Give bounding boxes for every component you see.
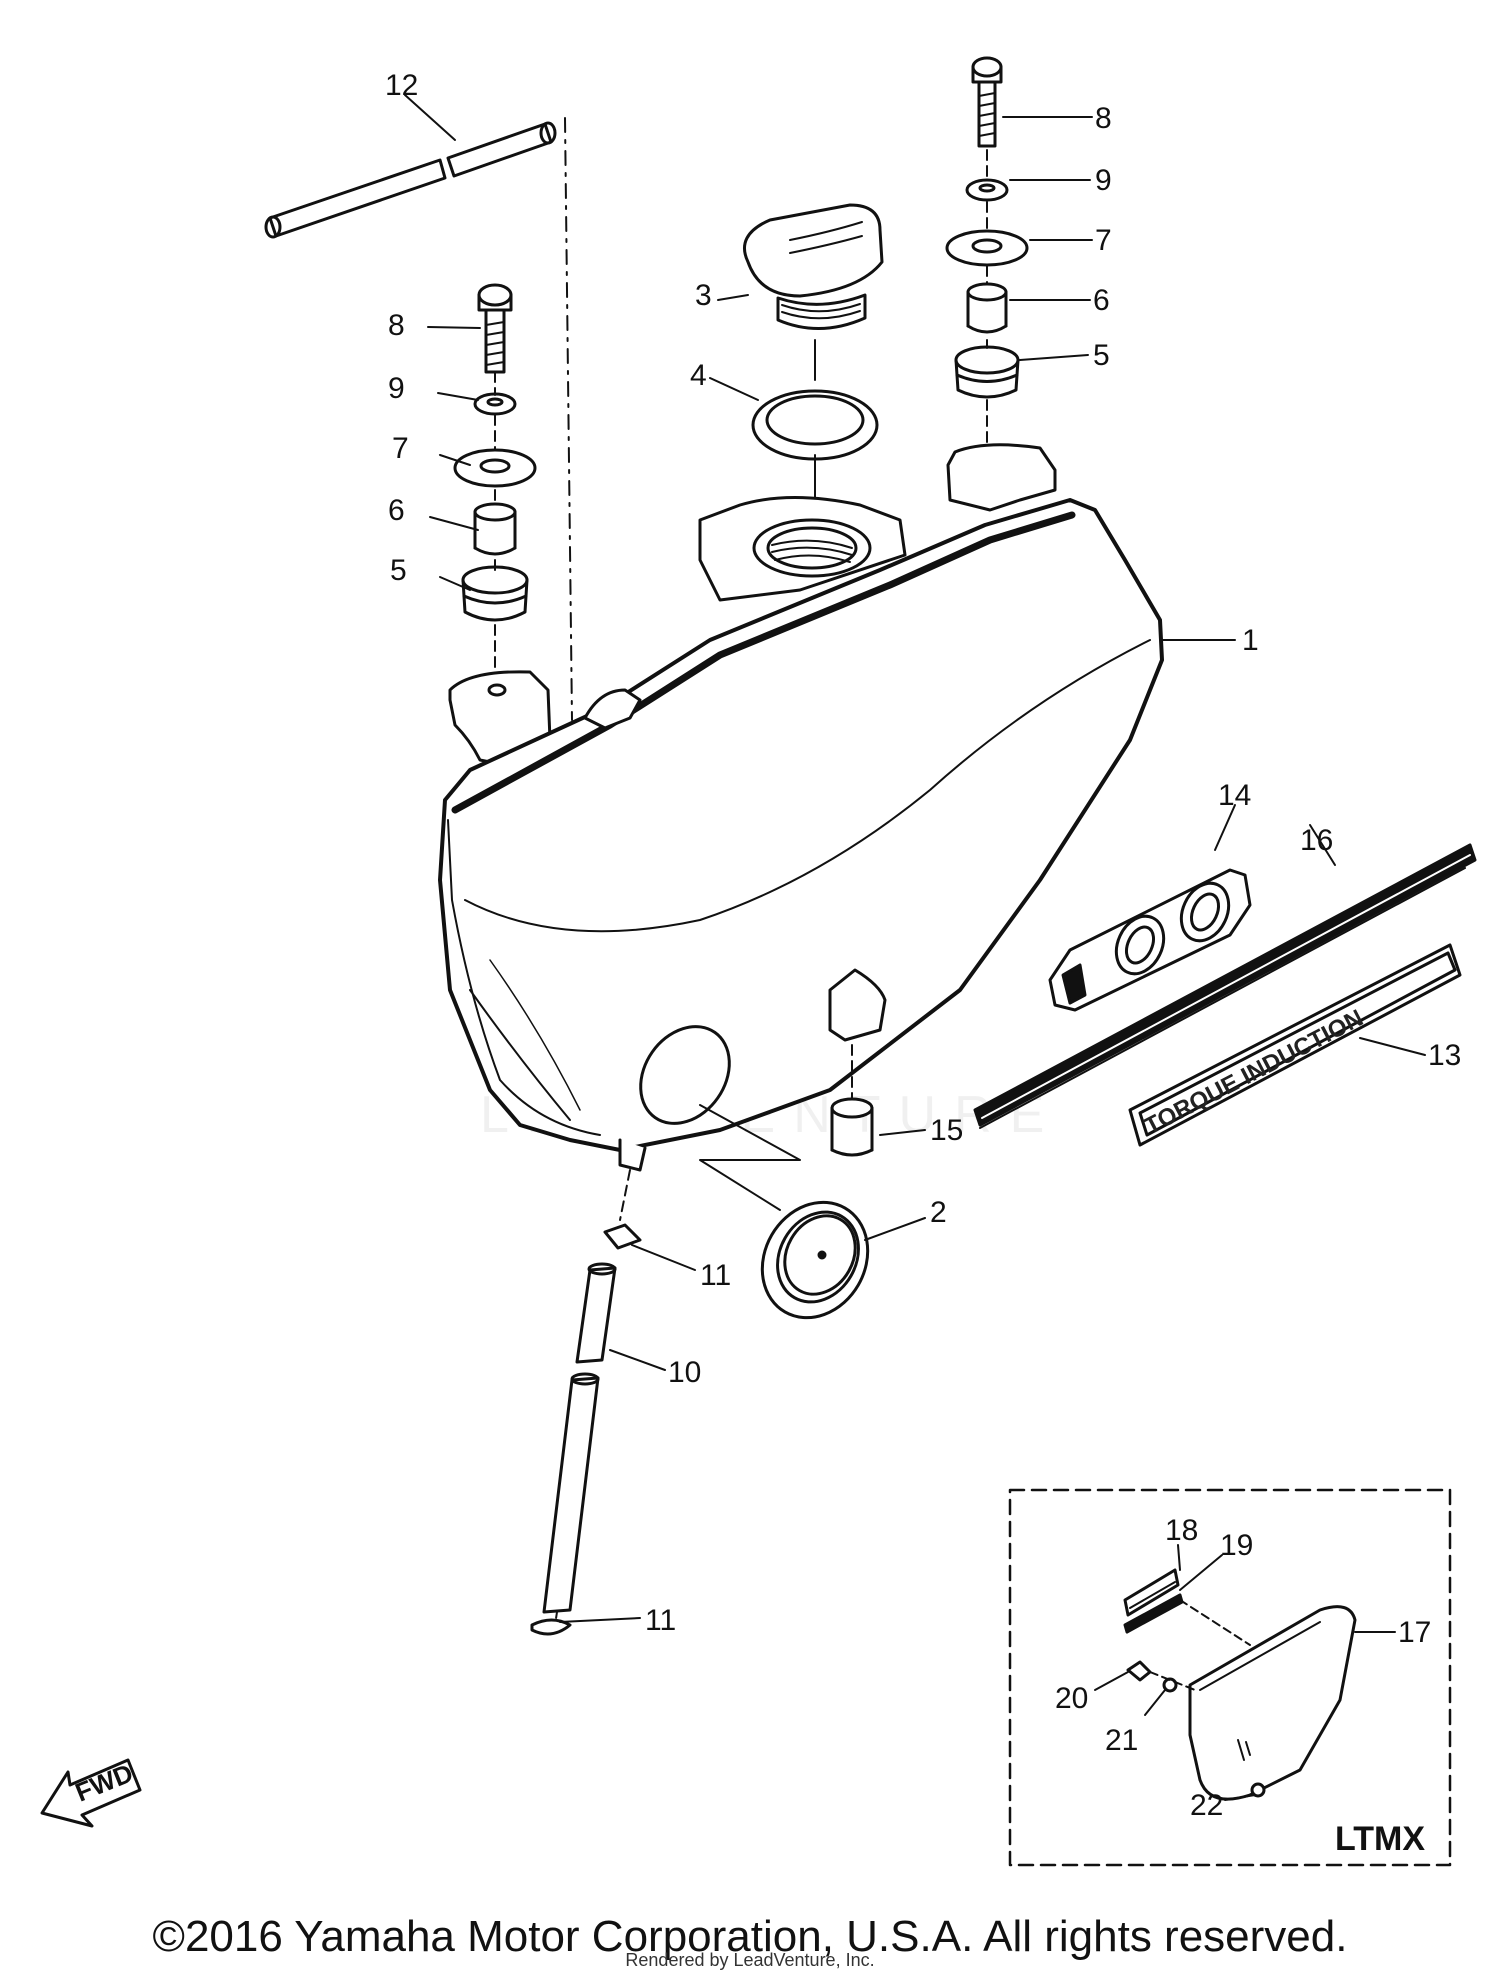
inset-label: LTMX — [1335, 1820, 1425, 1858]
callout-22: 22 — [1190, 1789, 1223, 1822]
callout-5b: 5 — [390, 554, 407, 587]
stripe-part-16 — [973, 843, 1477, 1129]
ltmx-inset-box — [1008, 1488, 1452, 1867]
rendered-by-notice: Rendered by LeadVenture, Inc. — [625, 1950, 875, 1970]
callout-3: 3 — [695, 279, 712, 312]
emblem-100-part-14 — [1048, 868, 1252, 1012]
damper-part-15 — [830, 1044, 874, 1157]
callout-5a: 5 — [1093, 339, 1110, 372]
callout-8a: 8 — [1095, 102, 1112, 135]
callout-12: 12 — [385, 69, 418, 102]
plate-part-2 — [699, 1104, 870, 1320]
vent-hose-part-12 — [264, 121, 557, 239]
fwd-arrow-icon — [40, 1758, 142, 1828]
fuel-tank-part-1 — [438, 443, 1164, 1172]
left-mount-stack — [453, 283, 537, 681]
leader-lines — [404, 94, 1426, 1623]
callout-11a: 11 — [700, 1259, 731, 1292]
callout-11b: 11 — [645, 1604, 676, 1637]
callout-18: 18 — [1165, 1514, 1198, 1547]
cap-gasket-part-4 — [751, 339, 879, 561]
callout-4: 4 — [690, 359, 707, 392]
callout-14: 14 — [1218, 779, 1251, 812]
callout-10: 10 — [668, 1356, 701, 1389]
callout-7b: 7 — [392, 432, 409, 465]
right-mount-stack — [945, 56, 1029, 466]
callout-9a: 9 — [1095, 164, 1112, 197]
callout-7a: 7 — [1095, 224, 1112, 257]
fuel-cap-part-3 — [743, 203, 884, 330]
callout-15: 15 — [930, 1114, 963, 1147]
callout-6a: 6 — [1093, 284, 1110, 317]
callout-17: 17 — [1398, 1616, 1431, 1649]
callout-19: 19 — [1220, 1529, 1253, 1562]
copyright-notice: ©2016 Yamaha Motor Corporation, U.S.A. A… — [152, 1912, 1348, 1961]
callout-9b: 9 — [388, 372, 405, 405]
callout-2: 2 — [930, 1196, 947, 1229]
callout-6b: 6 — [388, 494, 405, 527]
callout-21: 21 — [1105, 1724, 1138, 1757]
callout-13: 13 — [1428, 1039, 1461, 1072]
callout-1: 1 — [1242, 624, 1259, 657]
callout-20: 20 — [1055, 1682, 1088, 1715]
fuel-hose-assembly — [530, 1169, 642, 1636]
callout-8b: 8 — [388, 309, 405, 342]
callout-16: 16 — [1300, 824, 1333, 857]
decal-part-13 — [1128, 943, 1462, 1147]
